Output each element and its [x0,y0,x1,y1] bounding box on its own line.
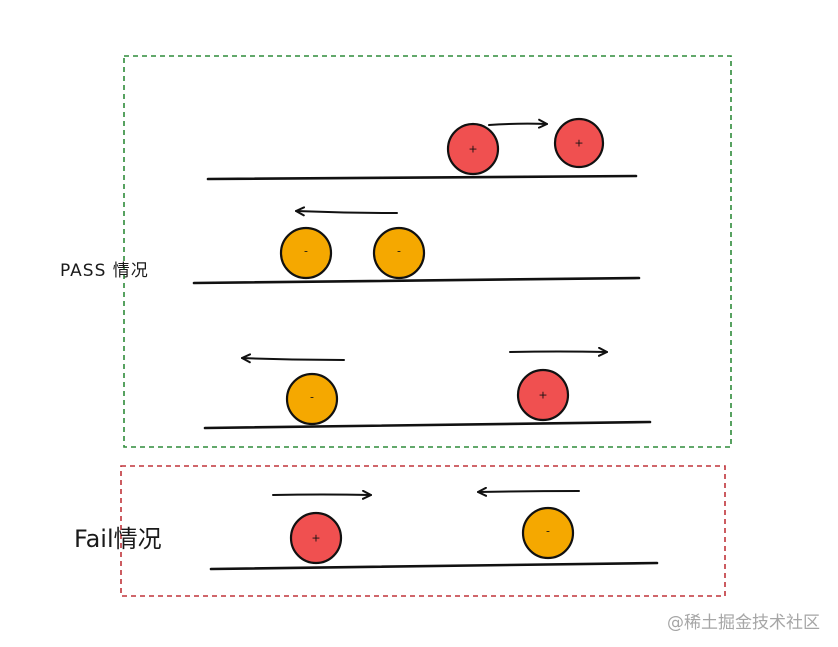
charge-sign: - [304,245,308,258]
fail-region-box [120,465,726,597]
arrow-left [477,486,580,497]
charge-sign: + [538,389,547,402]
fail-track-1 [209,561,659,571]
pass-track-3 [203,420,652,430]
arrow-right [488,118,548,129]
negative-ball: - [285,372,339,426]
negative-ball: - [521,506,575,560]
watermark: @稀土掘金技术社区 [667,613,820,633]
pass-track-1 [206,174,638,181]
arrow-right [509,346,608,357]
pass-label: PASS 情况 [60,261,149,281]
fail-label: Fail情况 [74,525,162,553]
charge-sign: + [311,532,320,545]
negative-ball: - [279,226,333,280]
positive-ball: + [446,122,500,176]
pass-region-box [123,55,732,448]
pass-track-2 [192,276,641,285]
charge-sign: - [310,391,314,404]
arrow-right [272,489,372,500]
charge-sign: - [397,245,401,258]
negative-ball: - [372,226,426,280]
positive-ball: + [516,368,570,422]
charge-sign: - [546,525,550,538]
charge-sign: + [468,143,477,156]
arrow-left [241,353,345,364]
positive-ball: + [553,117,605,169]
charge-sign: + [574,137,583,150]
positive-ball: + [289,511,343,565]
arrow-left [295,206,398,217]
